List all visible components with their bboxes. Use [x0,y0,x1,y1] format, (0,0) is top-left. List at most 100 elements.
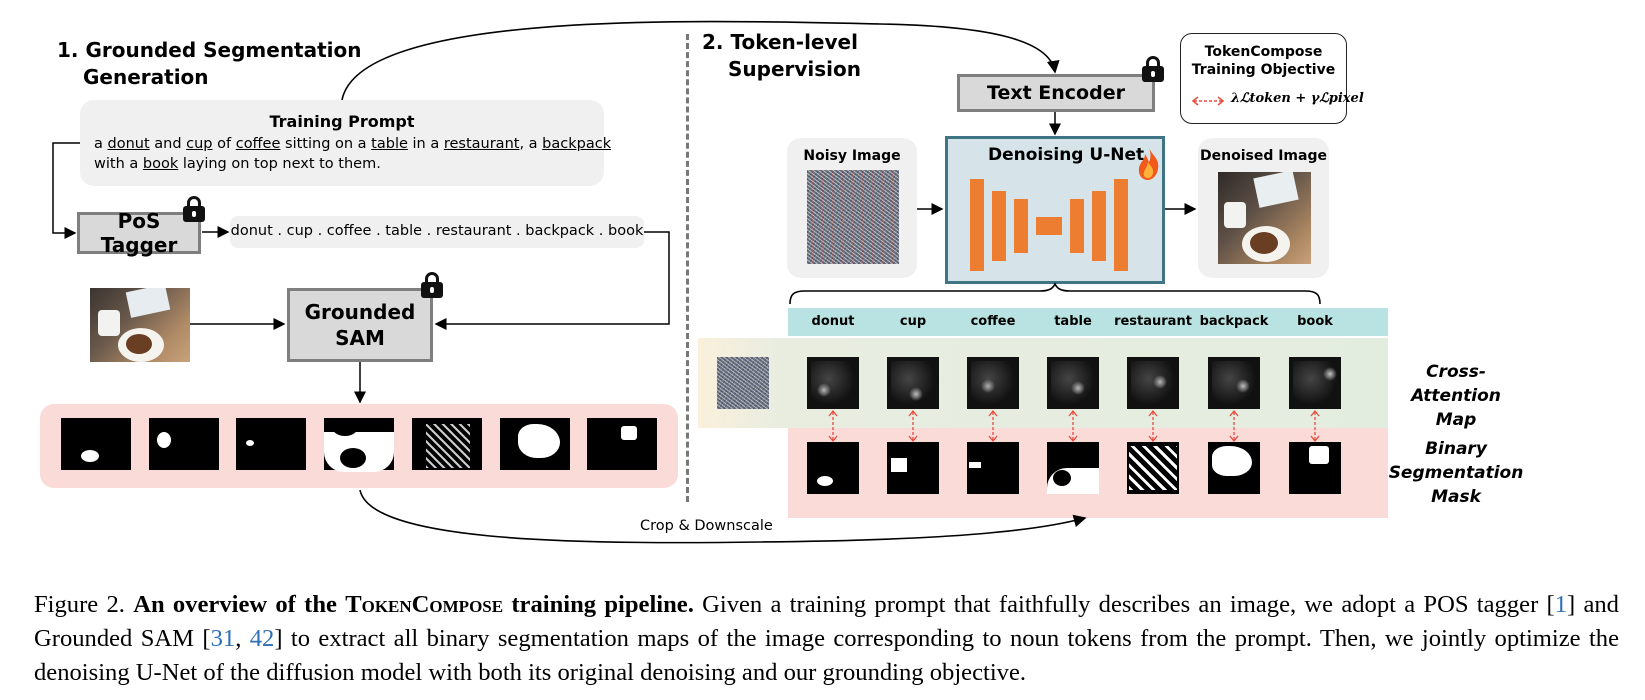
unet-shape [970,179,1128,271]
caption-text1: Given a training prompt that faithfully … [693,591,1555,618]
noisy-image-label: Noisy Image [803,148,901,164]
bidirectional-arrow-icon [908,409,918,443]
flame-icon [1138,148,1159,180]
binary-mask [1208,442,1260,494]
caption-bold1: An overview of the [133,591,346,618]
bidirectional-arrow-icon [828,409,838,443]
pos-tagger-block: PoS Tagger [77,209,201,257]
prompt-noun: backpack [542,136,612,152]
caption-text2: ] and Grounded SAM [ [34,591,1619,652]
segmentation-mask-thumbnail [61,418,131,470]
objective-line2: Training Objective [1191,62,1336,78]
bidirectional-arrow-icon [988,409,998,443]
crop-downscale-label: Crop & Downscale [640,518,773,534]
binary-mask [887,442,939,494]
cross-attention-map [1289,357,1341,409]
token-label: backpack [1199,314,1269,329]
bidirectional-arrow-icon [1310,409,1320,443]
segmentation-mask-thumbnail [149,418,219,470]
objective-line1: TokenCompose [1204,44,1323,60]
figure-caption: Figure 2. An overview of the TokenCompos… [34,588,1619,690]
denoised-image [1218,172,1311,264]
binary-mask-line1: Binary [1425,439,1487,459]
binary-mask [807,442,859,494]
denoised-image-label: Denoised Image [1200,148,1327,164]
section1-title-line2: Generation [83,65,209,89]
cross-attention-map [967,357,1019,409]
prompt-noun: coffee [235,136,281,152]
section1-title: 1. Grounded Segmentation Generation [57,37,362,91]
source-photo [90,288,190,362]
caption-ref1[interactable]: 1 [1554,591,1568,618]
training-prompt-line2: with a book laying on top next to them. [94,156,381,172]
noun-list-text: donut . cup . coffee . table . restauran… [230,223,644,239]
cross-attention-label: Cross-Attention Map [1388,360,1524,432]
caption-text4: ] to extract all binary segmentation map… [34,625,1620,686]
binary-mask [1127,442,1179,494]
unet-label: Denoising U-Net [988,145,1145,165]
cross-attention-map [1127,357,1179,409]
token-label: table [1054,314,1092,329]
binary-mask-label: Binary Segmentation Mask [1388,437,1524,509]
binary-mask [1047,442,1099,494]
caption-bold2: training pipeline. [503,591,694,618]
token-header-bar [788,308,1388,336]
caption-ref2[interactable]: 31 [210,625,236,652]
objective-row: λℒtoken + γℒpixel [1191,90,1364,112]
token-label: cup [899,314,927,329]
noun-list-box: donut . cup . coffee . table . restauran… [230,216,644,248]
training-prompt-title: Training Prompt [269,112,415,131]
segmentation-mask-thumbnail [236,418,306,470]
objective-formula: λℒtoken + γℒpixel [1231,91,1364,106]
binary-mask-line3: Mask [1431,487,1481,507]
segmentation-mask-thumbnail [324,418,394,472]
grounded-sam-lock-icon [421,272,443,298]
prompt-noun: cup [186,136,213,152]
grounded-sam-line1: Grounded [304,300,416,324]
cross-attention-map [807,357,859,409]
grounded-sam-block: Grounded SAM [287,288,433,362]
caption-text3: , [235,625,250,652]
caption-prefix: Figure 2. [34,591,134,618]
denoised-image-panel: Denoised Image [1198,138,1329,278]
prompt-noun: book [142,156,179,172]
prompt-text: of [212,136,236,152]
noisy-image [807,170,899,264]
training-prompt-box: Training Prompt a donut and cup of coffe… [80,100,611,186]
caption-ref3[interactable]: 42 [249,625,275,652]
cross-attention-line1: Cross-Attention [1411,362,1501,406]
prompt-text: in a [407,136,444,152]
text-encoder-block: Text Encoder [957,74,1155,112]
binary-mask-line2: Segmentation [1388,463,1524,483]
cross-attention-map [1047,357,1099,409]
section2-title-line2: Supervision [728,57,862,81]
token-label: restaurant [1114,314,1192,329]
grounded-sam-line2: SAM [335,326,385,350]
bidirectional-arrow-icon [1068,409,1078,443]
cross-attention-line2: Map [1435,410,1477,430]
prompt-noun: restaurant [443,136,520,152]
token-label: donut [811,314,855,329]
binary-mask [967,442,1019,494]
segmentation-mask-thumbnail [412,418,482,470]
cross-attention-map [887,357,939,409]
prompt-noun: donut [107,136,150,152]
bidirectional-arrow-icon [1148,409,1158,443]
cross-attention-band [698,338,1388,428]
pos-tagger-lock-icon [183,196,205,222]
prompt-text: laying on top next to them. [178,156,381,172]
prompt-text: with a [94,156,143,172]
segmentation-mask-thumbnail [500,418,570,470]
token-label: coffee [970,314,1016,329]
text-encoder-lock-icon [1142,56,1164,82]
noisy-image-panel: Noisy Image [787,138,917,278]
segmentation-mask-thumbnail [587,418,657,470]
caption-method-name: TokenCompose [345,591,504,618]
training-objective-box: TokenCompose Training Objective λℒtoken … [1180,33,1364,124]
prompt-text: a [94,136,108,152]
token-label: book [1297,314,1333,329]
prompt-text: sitting on a [280,136,372,152]
denoising-unet-block: Denoising U-Net [945,136,1165,284]
bidirectional-arrow-icon [1191,96,1225,106]
section1-title-line1: 1. Grounded Segmentation [57,38,362,62]
